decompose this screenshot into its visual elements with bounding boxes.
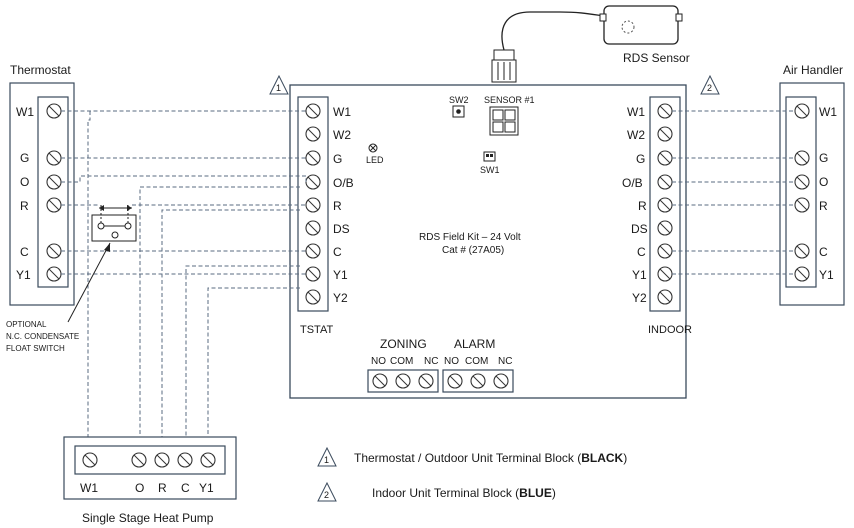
svg-text:2: 2: [324, 490, 329, 500]
indoor-term-label: DS: [631, 222, 648, 236]
rds-sensor: RDS Sensor: [491, 5, 690, 83]
indoor-term-label: O/B: [622, 176, 643, 190]
zoning-term-label: NO: [371, 356, 386, 367]
tstat-term-label: DS: [333, 222, 350, 236]
float-switch-leader: [67, 242, 111, 323]
tstat-label: TSTAT: [300, 324, 333, 336]
tstat-term-label: W2: [333, 128, 351, 142]
tstat-term-label: R: [333, 199, 342, 213]
alarm-terminal-block: [442, 369, 514, 393]
float-switch-line3: FLOAT SWITCH: [6, 344, 65, 353]
thermostat-term-label: Y1: [16, 268, 31, 282]
air-handler-term-label: O: [819, 175, 828, 189]
air-handler-terminal-strip: [785, 96, 817, 288]
float-switch-icon: [91, 205, 137, 242]
badge-1: 1: [269, 74, 289, 95]
badge-2: 2: [700, 74, 720, 95]
thermostat-term-label: W1: [16, 105, 34, 119]
rds-sensor-label: RDS Sensor: [623, 51, 690, 65]
kit-cat: Cat # (27A05): [442, 245, 504, 256]
thermostat-term-label: C: [20, 245, 29, 259]
thermostat-term-label: O: [20, 175, 29, 189]
air-handler-title: Air Handler: [783, 63, 843, 77]
alarm-term-label: NO: [444, 356, 459, 367]
heat-pump-term-label: Y1: [199, 481, 214, 495]
indoor-term-label: W2: [627, 128, 645, 142]
air-handler-term-label: Y1: [819, 268, 834, 282]
zoning-term-label: COM: [390, 356, 413, 367]
float-switch-line1: OPTIONAL: [6, 320, 47, 329]
zoning-terminal-block: [367, 369, 439, 393]
svg-text:Thermostat / Outdoor Unit Term: Thermostat / Outdoor Unit Terminal Block…: [354, 451, 627, 465]
svg-text:1: 1: [324, 455, 329, 465]
heat-pump-term-label: W1: [80, 481, 98, 495]
tstat-term-label: O/B: [333, 176, 354, 190]
indoor-term-label: W1: [627, 105, 645, 119]
indoor-term-label: G: [636, 152, 645, 166]
air-handler-term-label: C: [819, 245, 828, 259]
tstat-term-label: C: [333, 245, 342, 259]
rds-sensor-body-icon: [603, 5, 679, 45]
thermostat-term-label: G: [20, 151, 29, 165]
tstat-term-label: Y1: [333, 268, 348, 282]
indoor-term-label: R: [638, 199, 647, 213]
heat-pump-term-label: C: [181, 481, 190, 495]
sensor-connector-icon: [489, 106, 519, 136]
rds-board: [289, 84, 687, 399]
indoor-term-label: Y2: [632, 291, 647, 305]
zoning-term-label: NC: [424, 356, 438, 367]
wire-hp-o: [139, 186, 300, 455]
air-handler-terminals: W1 G O R C Y1: [794, 103, 837, 282]
svg-text:2: 2: [707, 83, 712, 93]
indoor-terminals: W1 W2 G O/B R DS C Y1 Y2: [622, 103, 673, 305]
air-handler-term-label: R: [819, 199, 828, 213]
wire-hp-c: [185, 265, 300, 455]
air-handler-term-label: G: [819, 151, 828, 165]
wire-hp-r: [161, 209, 300, 455]
thermostat-term-label: R: [20, 199, 29, 213]
legend-item-2: 2 Indoor Unit Terminal Block (BLUE): [317, 481, 556, 502]
alarm-term-label: NC: [498, 356, 512, 367]
legend-item-1: 1 Thermostat / Outdoor Unit Terminal Blo…: [317, 446, 627, 467]
sensor-label: SENSOR #1: [484, 95, 535, 105]
sw1-label: SW1: [480, 165, 500, 175]
heat-pump-term-label: O: [135, 481, 144, 495]
led-icon: [368, 143, 378, 153]
svg-text:1: 1: [276, 83, 281, 93]
thermostat-title: Thermostat: [10, 63, 71, 77]
float-switch-line2: N.C. CONDENSATE: [6, 332, 79, 341]
wire-hp-y1: [207, 287, 300, 455]
indoor-term-label: C: [637, 245, 646, 259]
sw1-dip-icon: [483, 151, 496, 162]
wires: [61, 110, 795, 455]
indoor-label: INDOOR: [648, 324, 692, 336]
thermostat-terminal-strip: [37, 96, 69, 288]
svg-text:Indoor Unit Terminal Block (BL: Indoor Unit Terminal Block (BLUE): [372, 486, 556, 500]
heat-pump-terminals: W1 O R C Y1: [80, 452, 216, 495]
tstat-term-label: Y2: [333, 291, 348, 305]
tstat-term-label: W1: [333, 105, 351, 119]
heat-pump-terminal-strip: [74, 445, 226, 475]
kit-title: RDS Field Kit – 24 Volt: [419, 232, 521, 243]
sw2-label: SW2: [449, 95, 469, 105]
led-label: LED: [366, 155, 384, 165]
tstat-terminals: W1 W2 G O/B R DS C Y1 Y2: [305, 103, 354, 305]
indoor-term-label: Y1: [632, 268, 647, 282]
alarm-title: ALARM: [454, 337, 495, 351]
air-handler-term-label: W1: [819, 105, 837, 119]
heat-pump-title: Single Stage Heat Pump: [82, 511, 214, 525]
zoning-title: ZONING: [380, 337, 427, 351]
wire-o: [61, 175, 307, 183]
heat-pump-term-label: R: [158, 481, 167, 495]
alarm-term-label: COM: [465, 356, 488, 367]
wire-hp-w1: [87, 111, 91, 455]
tstat-term-label: G: [333, 152, 342, 166]
